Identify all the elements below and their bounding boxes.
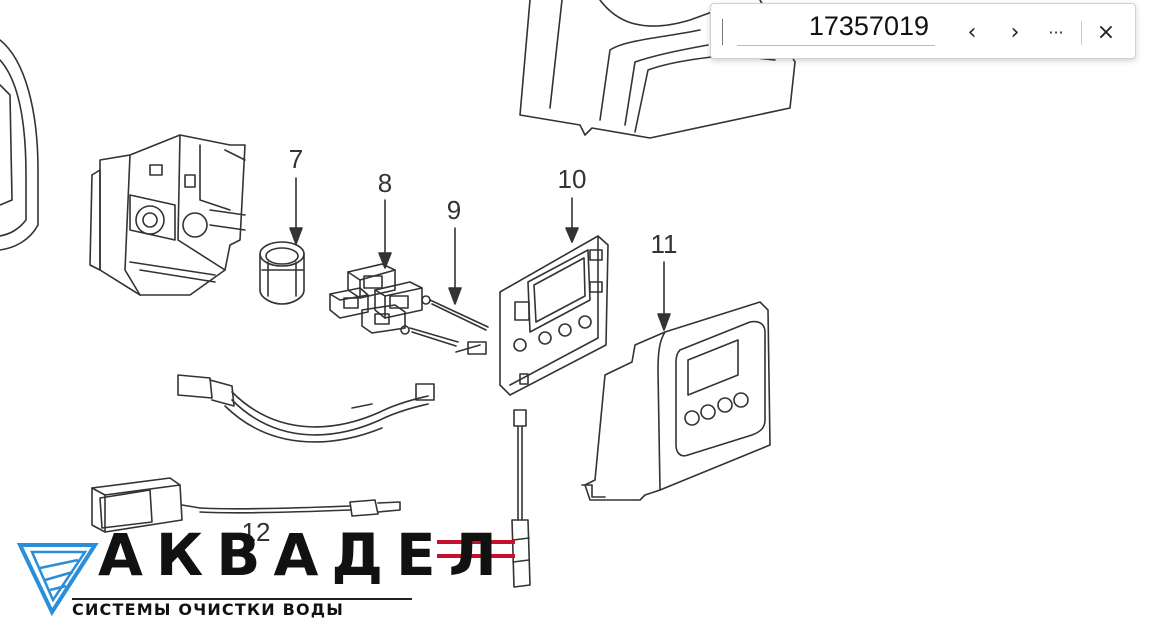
chevron-right-icon[interactable]: ›	[1010, 19, 1020, 45]
more-options-icon[interactable]: ···	[1048, 22, 1064, 42]
find-input[interactable]	[737, 8, 935, 46]
find-bar-separator	[1081, 21, 1082, 45]
logo-underline	[72, 598, 412, 600]
leader-arrow-10	[565, 227, 579, 243]
sensor-probe	[511, 409, 531, 588]
brand-logo-emblem	[16, 543, 99, 617]
leader-arrow-7	[289, 227, 303, 245]
wiring-harness	[177, 341, 487, 443]
leader-arrow-8	[378, 252, 392, 269]
highlight-marker	[437, 540, 515, 558]
leader-arrow-9	[448, 287, 462, 305]
find-bar: ‹ › ··· ×	[710, 3, 1136, 59]
top-cover	[519, 0, 796, 139]
micro-switches	[329, 263, 423, 334]
callout-10: 10	[557, 164, 587, 194]
chevron-left-icon[interactable]: ‹	[967, 19, 977, 45]
valve-housing-partial	[0, 39, 39, 251]
control-cover	[581, 301, 771, 501]
leader-arrow-11	[657, 313, 671, 331]
gear-ring	[259, 241, 305, 305]
chassis-bracket	[89, 134, 246, 296]
screws	[400, 295, 489, 347]
find-bar-divider	[722, 19, 723, 45]
callout-11: 11	[650, 229, 678, 259]
brand-logo-name: АКВАДЕЛ	[98, 521, 510, 589]
brand-logo-tagline: СИСТЕМЫ ОЧИСТКИ ВОДЫ	[72, 600, 345, 619]
callout-9: 9	[446, 195, 462, 225]
callout-8: 8	[377, 168, 393, 198]
close-icon[interactable]: ×	[1096, 19, 1116, 45]
power-adapter	[91, 477, 401, 533]
circuit-board	[499, 235, 609, 396]
callout-7: 7	[288, 144, 304, 174]
callout-12: 12	[241, 517, 271, 547]
